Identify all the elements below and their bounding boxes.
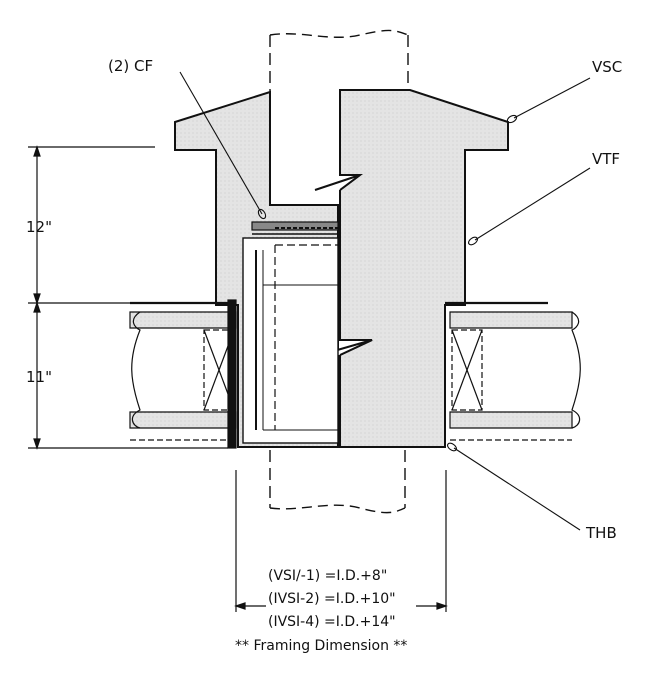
vertical-dimension bbox=[28, 145, 228, 450]
leader-lines bbox=[179, 71, 591, 531]
cf-label: (2) CF bbox=[108, 57, 153, 75]
floor-framing-left bbox=[129, 299, 237, 449]
ceiling-firestop bbox=[251, 221, 339, 235]
note-line-2: (IVSI-2) =I.D.+10" bbox=[268, 591, 396, 607]
note-line-3: (IVSI-4) =I.D.+14" bbox=[268, 614, 396, 630]
interior-cutaway bbox=[242, 237, 339, 444]
vsc-label: VSC bbox=[592, 58, 622, 76]
framing-dimension-line bbox=[234, 470, 448, 612]
lower-pipe bbox=[269, 450, 406, 514]
framing-dimension-caption: ** Framing Dimension ** bbox=[235, 638, 407, 654]
note-line-1: (VSI/-1) =I.D.+8" bbox=[268, 568, 387, 584]
lower-dimension-label: 11" bbox=[26, 368, 52, 386]
floor-framing-right bbox=[445, 301, 581, 441]
right-housing bbox=[314, 89, 509, 448]
vtf-label: VTF bbox=[592, 150, 620, 168]
upper-dimension-label: 12" bbox=[26, 218, 52, 236]
upper-pipe bbox=[269, 29, 409, 205]
thb-label: THB bbox=[585, 524, 617, 542]
